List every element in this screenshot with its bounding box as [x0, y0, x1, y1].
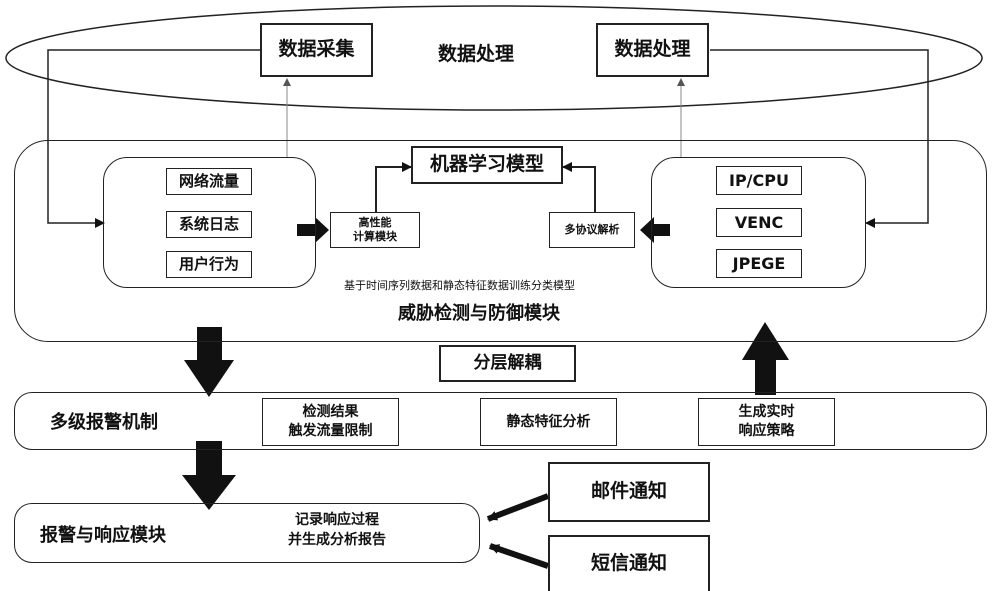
static-feature-box: 静态特征分析 [480, 398, 617, 446]
email-notify-box: 邮件通知 [548, 462, 710, 522]
threat-detection-panel [14, 140, 987, 342]
input-venc-label: VENC [734, 212, 784, 232]
input-network-traffic: 网络流量 [166, 168, 252, 195]
hpc-line-1: 高性能 [358, 215, 392, 229]
down-arrow-threat-to-alarm [184, 327, 234, 397]
response-title: 报警与响应模块 [40, 525, 166, 546]
threat-title: 威胁检测与防御模块 [398, 303, 560, 324]
hpc-to-model-arrow [375, 162, 412, 212]
protocol-to-model-arrow [562, 162, 596, 212]
data-collection-box: 数据采集 [260, 23, 373, 77]
data-processing-box: 数据处理 [596, 23, 709, 77]
input-system-log: 系统日志 [166, 211, 252, 238]
ml-model-box: 机器学习模型 [411, 146, 563, 184]
data-processing-center-label: 数据处理 [438, 43, 515, 65]
email-arrow [486, 493, 550, 522]
up-arrow-alarm-to-threat [742, 322, 789, 395]
input-jpege: JPEGE [716, 249, 802, 278]
down-arrow-alarm-to-response [182, 441, 236, 510]
response-record-line-2: 并生成分析报告 [288, 532, 386, 549]
left-block-arrow [297, 217, 329, 243]
realtime-strategy-line-1: 生成实时 [738, 404, 795, 421]
right-loop-connector [710, 49, 929, 228]
alarm-panel [14, 392, 987, 450]
right-block-arrow [640, 217, 670, 243]
sms-notify-box: 短信通知 [548, 535, 710, 591]
input-network-traffic-label: 网络流量 [178, 172, 239, 191]
left-input-panel [103, 157, 316, 288]
hpc-line-2: 计算模块 [353, 230, 397, 243]
alarm-title: 多级报警机制 [50, 412, 158, 433]
input-venc: VENC [716, 208, 802, 237]
right-input-panel [651, 157, 866, 288]
response-panel [14, 503, 480, 563]
data-processing-label: 数据处理 [614, 38, 691, 61]
detect-result-box: 检测结果 触发流量限制 [262, 398, 399, 446]
sms-arrow [489, 543, 549, 569]
response-record-line-1: 记录响应过程 [295, 512, 379, 528]
protocol-parse-label: 多协议解析 [564, 222, 620, 236]
detect-result-line-2: 触发流量限制 [288, 423, 373, 439]
input-ip-cpu: IP/CPU [716, 166, 802, 195]
sms-notify-label: 短信通知 [590, 552, 667, 575]
email-notify-label: 邮件通知 [590, 480, 667, 503]
ml-model-label: 机器学习模型 [429, 153, 544, 176]
input-user-behavior: 用户行为 [166, 251, 252, 278]
layer-decoupling-box: 分层解耦 [439, 345, 576, 382]
data-layer-ellipse [5, 5, 983, 111]
protocol-parse-box: 多协议解析 [549, 212, 635, 248]
left-loop-connector [47, 49, 260, 228]
realtime-strategy-box: 生成实时 响应策略 [698, 398, 835, 446]
input-user-behavior-label: 用户行为 [178, 255, 239, 274]
detect-result-line-1: 检测结果 [302, 404, 359, 421]
layer-decoupling-label: 分层解耦 [473, 353, 542, 374]
input-system-log-label: 系统日志 [178, 215, 239, 234]
threat-caption: 基于时间序列数据和静态特征数据训练分类模型 [344, 279, 575, 292]
realtime-strategy-line-2: 响应策略 [738, 423, 795, 439]
input-jpege-label: JPEGE [732, 253, 786, 273]
response-record: 记录响应过程 并生成分析报告 [288, 510, 386, 551]
data-collection-label: 数据采集 [278, 38, 355, 61]
static-feature-label: 静态特征分析 [506, 413, 591, 430]
input-ip-cpu-label: IP/CPU [729, 170, 789, 190]
hpc-module-box: 高性能 计算模块 [330, 212, 420, 248]
